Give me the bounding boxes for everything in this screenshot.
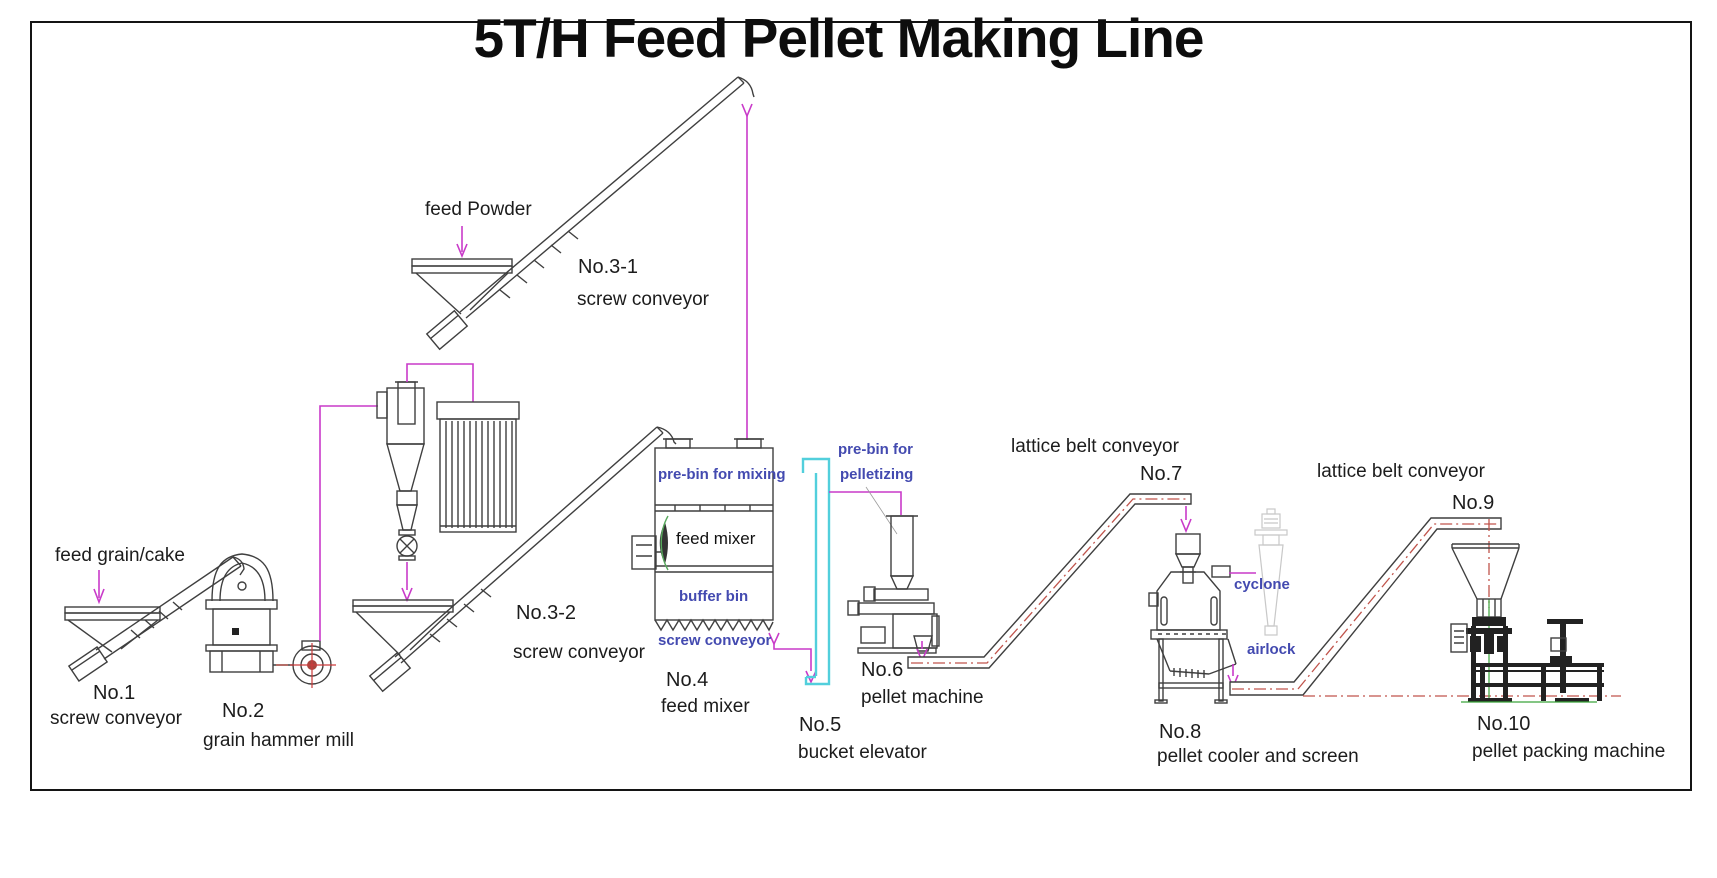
buffer-bin-label: buffer bin	[679, 588, 749, 605]
equip-no7-number: No.7	[1140, 463, 1183, 485]
pellet-machine-drawing	[829, 486, 940, 664]
page-title: 5T/H Feed Pellet Making Line	[473, 7, 1205, 69]
equip-no3-2-name: screw conveyor	[513, 642, 645, 663]
bucket-elevator-drawing	[801, 457, 831, 686]
equip-no10-name: pellet packing machine	[1472, 741, 1666, 762]
equip-no4-name: feed mixer	[661, 696, 750, 717]
equip-no3-2-number: No.3-2	[516, 602, 577, 624]
screw-conveyor-3-2-drawing	[352, 426, 677, 693]
pellet-cooler-drawing	[1148, 533, 1256, 704]
hammer-mill-drawing	[205, 553, 278, 673]
prebin-pelletizing-label-line1: pre-bin for	[838, 441, 913, 458]
equip-no6-number: No.6	[861, 659, 904, 681]
prebin-mixing-label: pre-bin for mixing	[658, 466, 786, 483]
equip-no1-number: No.1	[93, 682, 136, 704]
feed-powder-label: feed Powder	[425, 199, 532, 220]
equip-no10-number: No.10	[1477, 713, 1531, 735]
bag-filter-drawing	[436, 401, 520, 533]
feed-mixer-drawing	[631, 438, 817, 684]
cyclone-label: cyclone	[1234, 576, 1290, 593]
equip-no7-name: lattice belt conveyor	[1011, 436, 1179, 457]
equip-no4-number: No.4	[666, 669, 709, 691]
dust-cyclone-drawing	[319, 363, 474, 641]
equip-no9-name: lattice belt conveyor	[1317, 461, 1485, 482]
equip-no8-name: pellet cooler and screen	[1157, 746, 1359, 767]
feed-grain-label: feed grain/cake	[55, 545, 185, 566]
cooler-cyclone-faded-drawing	[1254, 508, 1288, 636]
equip-no9-number: No.9	[1452, 492, 1495, 514]
screw-conveyor-3-1-drawing	[411, 76, 755, 440]
prebin-pelletizing-label-line2: pelletizing	[840, 466, 914, 483]
equip-no6-name: pellet machine	[861, 687, 984, 708]
equip-no2-name: grain hammer mill	[203, 730, 354, 751]
feed-mixer-inner-label: feed mixer	[676, 529, 756, 548]
equip-no3-1-name: screw conveyor	[577, 289, 709, 310]
belt-conveyor-9-drawing	[1229, 517, 1621, 697]
equip-no3-1-number: No.3-1	[578, 256, 639, 278]
equip-no1-name: screw conveyor	[50, 708, 182, 729]
equip-no8-number: No.8	[1159, 721, 1202, 743]
diagram-border	[30, 21, 1692, 791]
equip-no5-number: No.5	[799, 714, 842, 736]
mill-fan-drawing	[273, 640, 336, 688]
equip-no2-number: No.2	[222, 700, 265, 722]
screw-conveyor-bottom-label: screw conveyor	[658, 632, 772, 649]
screw-conveyor-1-drawing	[64, 556, 245, 682]
belt-conveyor-7-drawing	[907, 493, 1192, 669]
packing-machine-drawing	[1450, 519, 1604, 703]
equip-no5-name: bucket elevator	[798, 742, 927, 763]
airlock-label: airlock	[1247, 641, 1296, 658]
